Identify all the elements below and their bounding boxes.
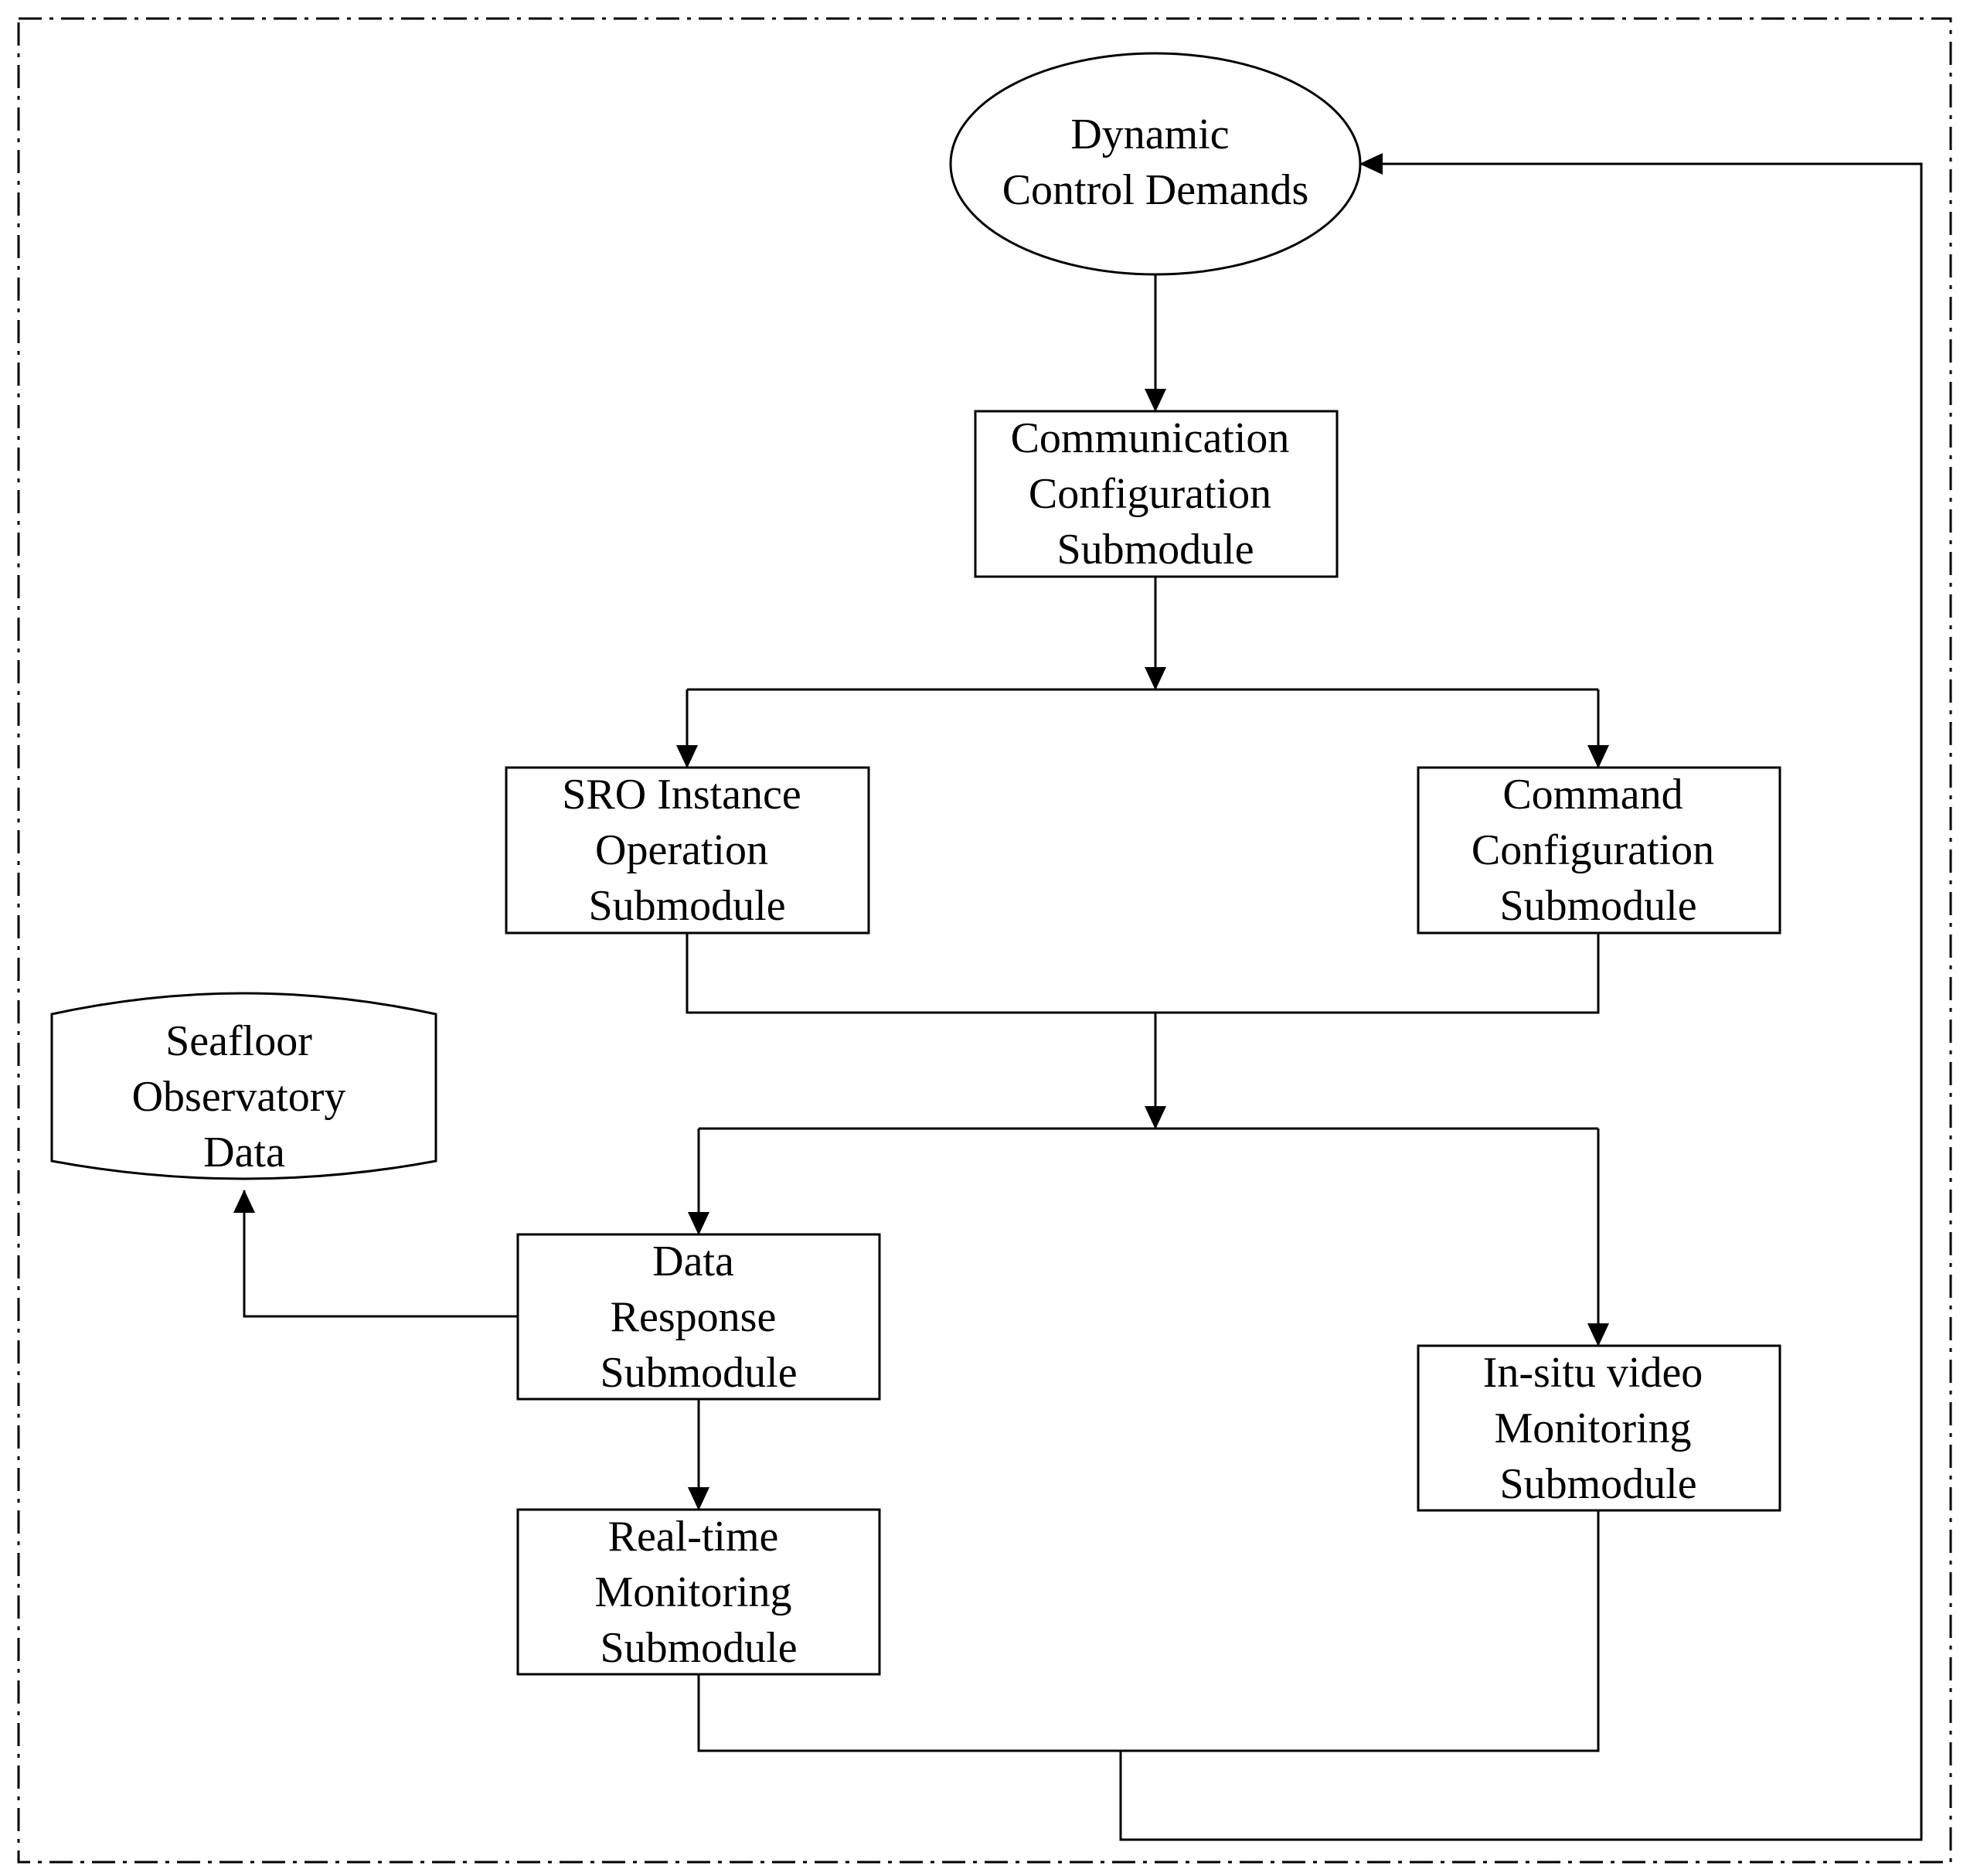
label-line: Command xyxy=(1502,771,1682,819)
label-line: Configuration xyxy=(1029,470,1271,518)
line-merge-sro-command xyxy=(686,933,1600,1014)
label-line: Seafloor xyxy=(165,1017,312,1065)
label-realtime-monitoring: Real-time Monitoring Submodule xyxy=(594,1513,802,1672)
label-line: Submodule xyxy=(600,1624,797,1672)
label-command-configuration: Command Configuration Submodule xyxy=(1472,771,1725,930)
label-line: Configuration xyxy=(1472,826,1714,874)
label-line: Submodule xyxy=(600,1349,797,1397)
diagram-frame xyxy=(17,17,1952,1864)
label-line: In-situ video xyxy=(1483,1349,1703,1397)
label-sro-instance-operation: SRO Instance Operation Submodule xyxy=(562,771,812,930)
label-line: Response xyxy=(611,1293,777,1341)
label-line: Data xyxy=(652,1238,734,1285)
label-communication-configuration: Communication Configuration Submodule xyxy=(1011,414,1301,574)
label-dynamic-control-demands: Dynamic Control Demands xyxy=(1002,111,1309,214)
dynamic-control-demands-ellipse xyxy=(949,52,1362,276)
label-line: Observatory xyxy=(132,1073,346,1121)
label-line: Operation xyxy=(595,826,768,874)
label-seafloor-observatory-data: Seafloor Observatory Data xyxy=(132,1017,357,1176)
label-line: Control Demands xyxy=(1002,166,1309,214)
label-line: Submodule xyxy=(1056,526,1254,574)
arrow-data-response-to-seafloor xyxy=(233,1190,518,1318)
label-data-response: Data Response Submodule xyxy=(600,1238,797,1397)
seafloor-observatory-data-cylinder xyxy=(50,992,437,1180)
label-line: Communication xyxy=(1011,414,1290,462)
label-line: SRO Instance xyxy=(562,771,801,819)
label-line: Data xyxy=(203,1129,285,1176)
label-line: Submodule xyxy=(1499,882,1696,930)
label-line: Real-time xyxy=(608,1513,779,1561)
connectors xyxy=(233,153,1923,1841)
label-line: Submodule xyxy=(588,882,785,930)
label-line: Monitoring xyxy=(594,1568,791,1616)
label-line: Dynamic xyxy=(1070,111,1229,158)
label-line: Monitoring xyxy=(1494,1404,1691,1452)
line-merge-bottom xyxy=(697,1510,1600,1752)
arrow-feedback-to-demands xyxy=(1119,153,1923,1841)
label-line: Submodule xyxy=(1499,1460,1696,1508)
label-insitu-video-monitoring: In-situ video Monitoring Submodule xyxy=(1483,1349,1714,1508)
